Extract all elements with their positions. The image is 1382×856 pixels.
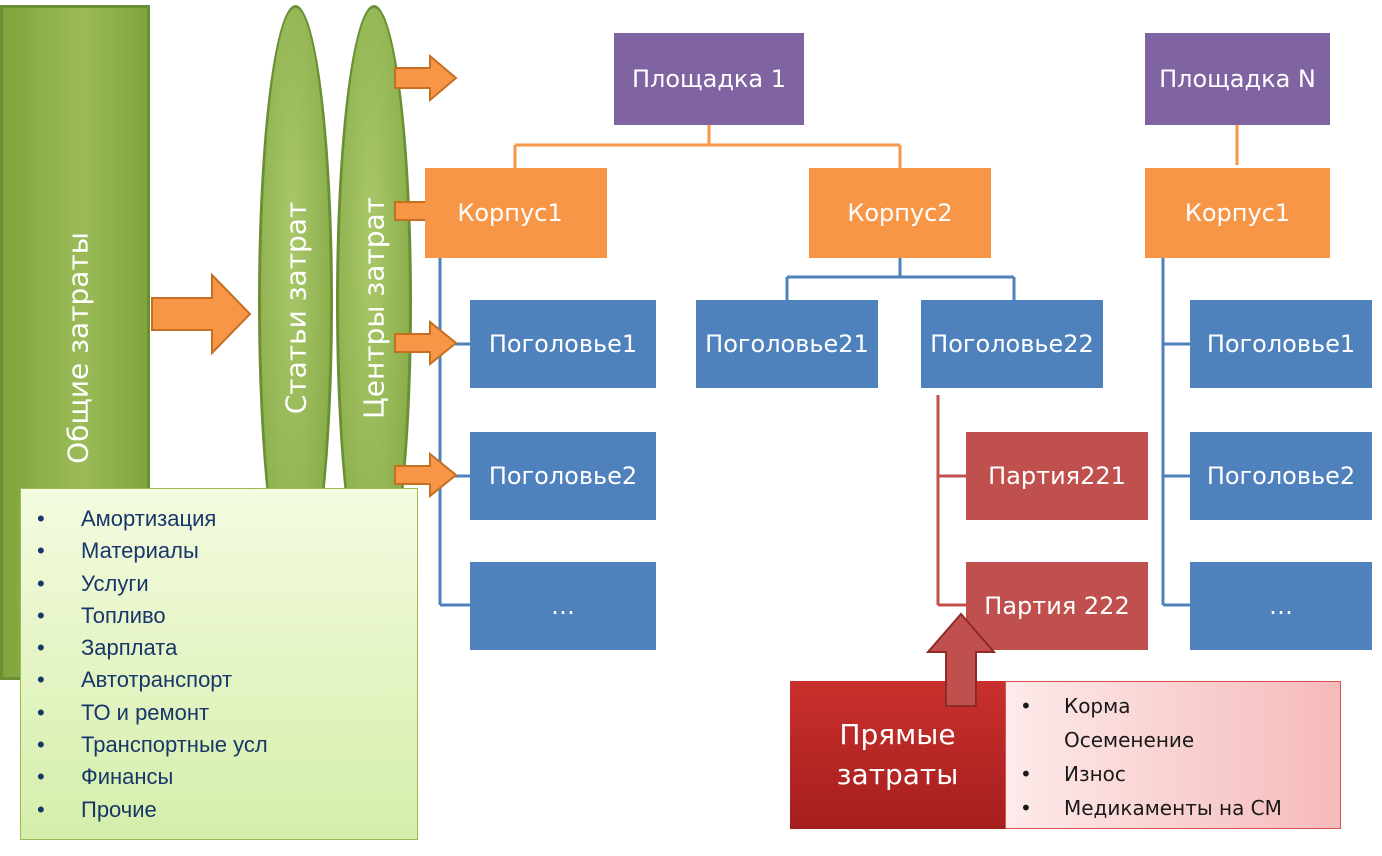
siteN-herd-more-box[interactable]: … [1190,562,1372,650]
site1-building2-label: Корпус2 [847,199,953,227]
list-item: Медикаменты на СМ [1020,791,1340,825]
batch221-label: Партия221 [988,462,1126,490]
batch221-box[interactable]: Партия221 [966,432,1148,520]
site1-building1-label: Корпус1 [457,199,563,227]
siteN-building1-label: Корпус1 [1184,199,1291,227]
list-item: Автотранспорт [33,664,417,697]
siteN-building1-box[interactable]: Корпус1 [1145,168,1330,258]
buildingN-tree-connector [1161,258,1190,607]
herd21-box[interactable]: Поголовье21 [696,300,878,388]
arrow-to-herd2 [394,451,458,499]
general-to-items-arrow [151,272,252,356]
list-item: Материалы [33,535,417,568]
list-item: Износ [1020,757,1340,791]
batch-connectors [936,395,966,607]
herd22-label: Поголовье22 [930,330,1094,358]
list-item: ТО и ремонт [33,697,417,730]
list-item: Прочие [33,794,417,827]
list-item: Услуги [33,568,417,601]
batch222-label: Партия 222 [984,592,1130,620]
siteN-label: Площадка N [1159,65,1316,93]
cost-items-list: Амортизация Материалы Услуги Топливо Зар… [20,488,418,840]
direct-costs-label-line2: затраты [836,758,959,791]
site1-box[interactable]: Площадка 1 [614,33,804,125]
siteN-herd-more-label: … [1269,592,1293,620]
site1-herd-more-box[interactable]: … [470,562,656,650]
site1-herd2-box[interactable]: Поголовье2 [470,432,656,520]
site-connectors [513,125,1239,168]
site1-herd1-label: Поголовье1 [488,330,638,358]
list-item: Топливо [33,600,417,633]
herd22-batches-connector [936,395,966,607]
up-arrow-icon [925,612,997,707]
site1-herd2-label: Поголовье2 [488,462,638,490]
site1-to-buildings-connector [513,125,902,168]
site1-herd1-box[interactable]: Поголовье1 [470,300,656,388]
herd21-label: Поголовье21 [705,330,869,358]
list-item: Финансы [33,761,417,794]
building-connectors [438,258,1190,607]
list-item: Амортизация [33,503,417,536]
siteN-herd2-label: Поголовье2 [1206,462,1356,490]
list-item: Корма [1020,689,1340,723]
direct-costs-list: Корма Осеменение Износ Медикаменты на СМ [1005,681,1341,829]
site1-label: Площадка 1 [631,65,787,93]
site1-building1-box[interactable]: Корпус1 [425,168,607,258]
siteN-herd1-label: Поголовье1 [1206,330,1356,358]
site1-building2-box[interactable]: Корпус2 [809,168,991,258]
list-item: Осеменение [1064,728,1195,752]
site1-herd-more-label: … [551,592,575,620]
siteN-herd2-box[interactable]: Поголовье2 [1190,432,1372,520]
building2-split-connector [785,258,1016,300]
siteN-box[interactable]: Площадка N [1145,33,1330,125]
arrow-to-site1 [394,53,458,103]
siteN-herd1-box[interactable]: Поголовье1 [1190,300,1372,388]
list-item: Транспортные усл [33,729,417,762]
arrow-to-herd1 [394,319,458,367]
herd22-box[interactable]: Поголовье22 [921,300,1103,388]
list-item: Зарплата [33,632,417,665]
direct-costs-label-line1: Прямые [839,718,956,751]
batch222-box[interactable]: Партия 222 [966,562,1148,650]
